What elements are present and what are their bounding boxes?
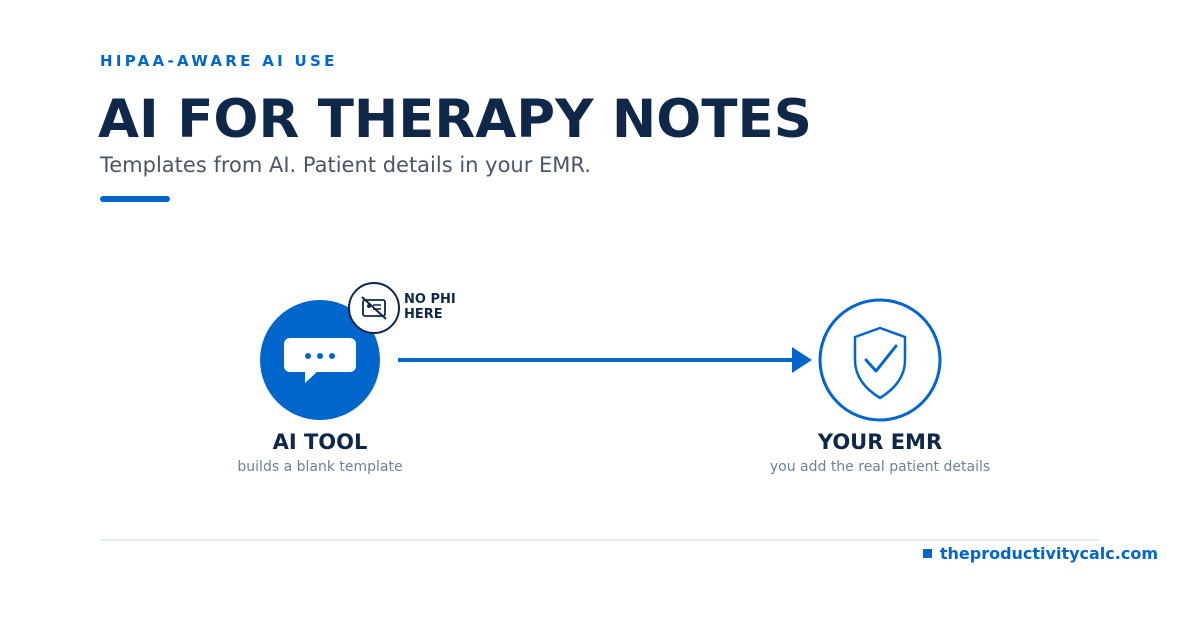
shield-check-icon [853,326,907,400]
no-phi-badge [348,282,400,334]
accent-divider [100,196,170,202]
footer-divider [100,539,1100,541]
chat-bubble-icon [284,338,356,383]
emr-node [818,298,942,422]
no-phi-label-line2: HERE [404,307,443,322]
no-phi-label-line1: NO PHI [404,292,456,307]
ai-tool-node [260,300,380,420]
square-bullet-icon [922,549,932,558]
footer-site-link[interactable]: theproductivitycalc.com [939,544,1158,563]
page-title: AI FOR THERAPY NOTES [98,89,812,150]
emr-title: YOUR EMR [817,430,943,454]
no-id-card-icon [361,296,387,320]
ai-tool-title: AI TOOL [272,430,368,454]
flow-arrow [398,347,812,373]
emr-description: you add the real patient details [769,459,991,475]
footer-brand: theproductivitycalc.com [922,544,1158,563]
no-phi-label: NO PHI HERE [404,292,484,322]
eyebrow-label: HIPAA-AWARE AI USE [100,52,338,70]
ai-tool-description: builds a blank template [237,459,403,475]
page-subtitle: Templates from AI. Patient details in yo… [100,153,591,177]
